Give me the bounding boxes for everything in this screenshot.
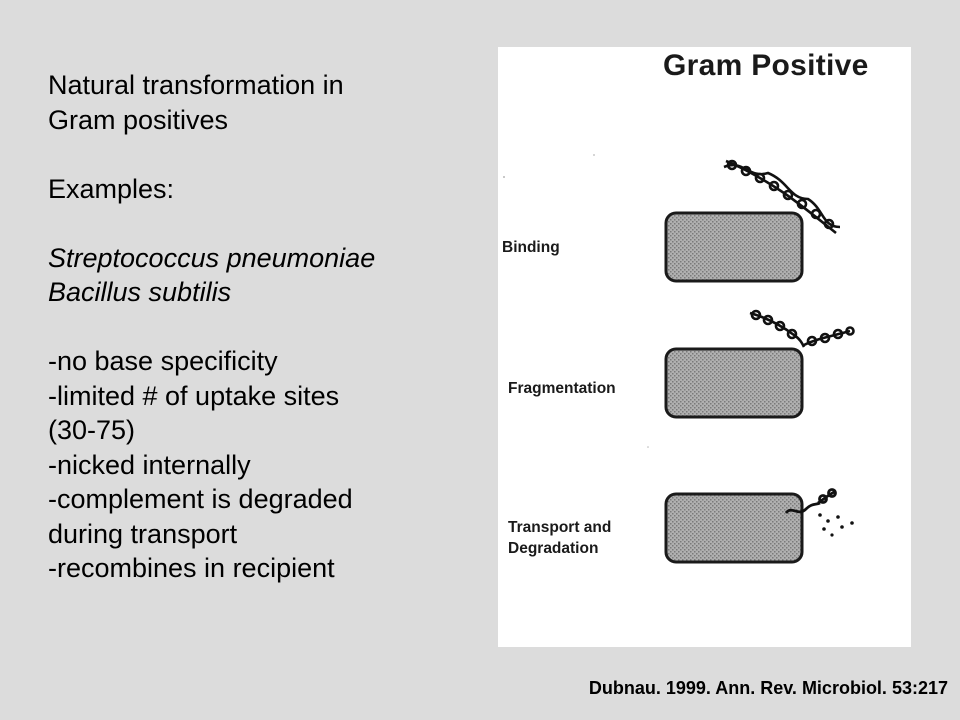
species-streptococcus: Streptococcus pneumoniae bbox=[48, 242, 376, 273]
stage-label-transport-line-1: Transport and bbox=[508, 519, 612, 536]
stage-label-transport: Transport and Degradation bbox=[508, 517, 611, 559]
spacer bbox=[48, 206, 468, 241]
examples-label: Examples: bbox=[48, 173, 175, 204]
heading-line-1: Natural transformation in bbox=[48, 70, 344, 100]
slide-text: Natural transformation in Gram positives… bbox=[48, 68, 468, 586]
stage-label-transport-line-2: Degradation bbox=[508, 540, 599, 557]
point-complement-degraded: -complement is degraded bbox=[48, 484, 353, 514]
figure-title: Gram Positive bbox=[663, 49, 869, 82]
point-nicked: -nicked internally bbox=[48, 449, 251, 480]
point-uptake-sites: -limited # of uptake sites bbox=[48, 380, 340, 411]
spacer bbox=[48, 137, 468, 172]
point-recombines: -recombines in recipient bbox=[48, 553, 335, 583]
point-uptake-sites-count: (30-75) bbox=[48, 415, 136, 445]
binding-dna-helix-icon bbox=[723, 159, 841, 235]
point-base-specificity: -no base specificity bbox=[48, 346, 278, 376]
spacer bbox=[48, 310, 468, 345]
degraded-nucleotides-icon bbox=[818, 513, 854, 537]
scan-specks bbox=[503, 154, 649, 448]
stage-label-binding: Binding bbox=[502, 239, 560, 256]
point-during-transport: during transport bbox=[48, 518, 238, 549]
fragmented-dna-icon bbox=[749, 309, 855, 348]
citation: Dubnau. 1999. Ann. Rev. Microbiol. 53:21… bbox=[588, 678, 948, 698]
binding-cell bbox=[664, 211, 804, 283]
fragmentation-cell bbox=[664, 347, 804, 419]
gram-positive-figure: Gram Positive Binding Fragmentation Tran… bbox=[498, 47, 911, 647]
figure-drawing bbox=[503, 154, 855, 564]
stage-label-fragmentation: Fragmentation bbox=[508, 380, 616, 397]
transport-cell bbox=[664, 492, 804, 564]
transported-dna-icon bbox=[784, 488, 837, 514]
heading-line-2: Gram positives bbox=[48, 104, 229, 135]
species-bacillus: Bacillus subtilis bbox=[48, 277, 232, 307]
